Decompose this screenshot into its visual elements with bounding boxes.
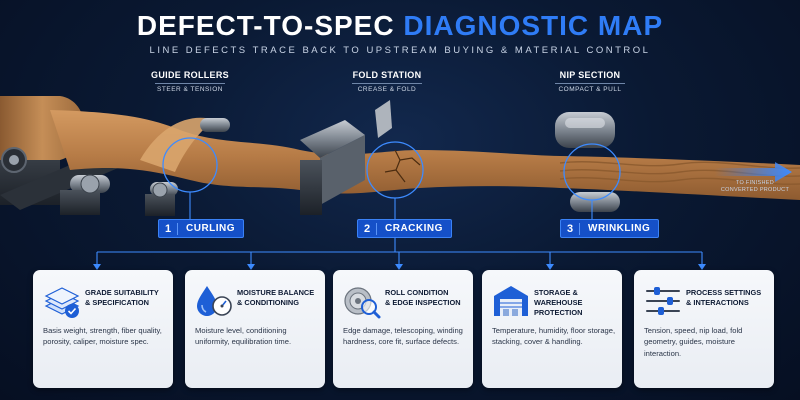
- nip-section: [555, 112, 620, 212]
- crack-lines: [384, 149, 421, 183]
- output-label-line-2: CONVERTED PRODUCT: [720, 187, 790, 194]
- defect-badge-wrinkling: 3 WRINKLING: [560, 219, 660, 238]
- connector-lines: [96, 192, 703, 266]
- card-grade-suitability: GRADE SUITABILITY& SPECIFICATION Basis w…: [33, 270, 173, 388]
- title-part-2: DIAGNOSTIC MAP: [403, 10, 664, 41]
- station-guide-rollers: GUIDE ROLLERS STEER & TENSION: [120, 70, 260, 93]
- defect-badge-curling: 1 CURLING: [158, 219, 245, 238]
- connector-arrowheads: [93, 264, 706, 270]
- station-subtitle: STEER & TENSION: [157, 86, 223, 93]
- page-subtitle: LINE DEFECTS TRACE BACK TO UPSTREAM BUYI…: [149, 45, 651, 56]
- station-divider: [555, 83, 625, 84]
- defect-label: CURLING: [186, 223, 236, 234]
- stacked-sheets-check-icon: [44, 287, 80, 318]
- card-title: MOISTURE BALANCE& CONDITIONING: [237, 288, 315, 307]
- defect-label: CRACKING: [385, 223, 443, 234]
- card-description: Edge damage, telescoping, winding hardne…: [343, 326, 463, 347]
- defect-number: 1: [159, 222, 178, 235]
- card-process-settings: PROCESS SETTINGS& INTERACTIONS Tension, …: [634, 270, 774, 388]
- station-title: GUIDE ROLLERS: [151, 70, 229, 80]
- output-label: TO FINISHED CONVERTED PRODUCT: [718, 180, 792, 194]
- station-divider: [155, 83, 225, 84]
- defect-number: 3: [561, 222, 580, 235]
- station-subtitle: COMPACT & PULL: [558, 86, 622, 93]
- paper-web: [50, 110, 800, 200]
- guide-roller-1: [60, 174, 110, 215]
- warehouse-icon: [494, 286, 528, 316]
- water-drop-gauge-icon: [197, 286, 232, 316]
- fold-station: [300, 100, 392, 215]
- defect-badge-cracking: 2 CRACKING: [357, 219, 452, 238]
- card-description: Moisture level, conditioning uniformity,…: [195, 326, 292, 347]
- output-arrow-icon: [715, 162, 792, 182]
- station-nip-section: NIP SECTION COMPACT & PULL: [520, 70, 660, 93]
- output-label-line-1: TO FINISHED: [735, 180, 775, 186]
- card-description: Basis weight, strength, fiber quality, p…: [43, 326, 162, 347]
- station-fold-station: FOLD STATION CREASE & FOLD: [317, 70, 457, 93]
- defect-label: WRINKLING: [588, 223, 651, 234]
- card-roll-condition: ROLL CONDITION& EDGE INSPECTION Edge dam…: [333, 270, 473, 388]
- card-title: PROCESS SETTINGS& INTERACTIONS: [686, 288, 762, 307]
- page-title: DEFECT-TO-SPEC DIAGNOSTIC MAP: [0, 10, 800, 42]
- station-title: NIP SECTION: [559, 70, 621, 80]
- card-description: Tension, speed, nip load, fold geometry,…: [644, 326, 743, 358]
- guide-roller-2: [145, 118, 230, 216]
- card-title: ROLL CONDITION& EDGE INSPECTION: [385, 288, 461, 307]
- station-divider: [352, 83, 422, 84]
- slider-settings-icon: [646, 287, 680, 315]
- card-moisture-balance: MOISTURE BALANCE& CONDITIONING Moisture …: [185, 270, 325, 388]
- station-subtitle: CREASE & FOLD: [357, 86, 417, 93]
- card-title: GRADE SUITABILITY& SPECIFICATION: [85, 288, 159, 307]
- defect-number: 2: [358, 222, 377, 235]
- card-description: Temperature, humidity, floor storage, st…: [492, 326, 616, 347]
- curl-lift: [140, 117, 215, 172]
- title-part-1: DEFECT-TO-SPEC: [136, 10, 395, 41]
- station-title: FOLD STATION: [352, 70, 422, 80]
- roll-magnifier-icon: [344, 287, 381, 319]
